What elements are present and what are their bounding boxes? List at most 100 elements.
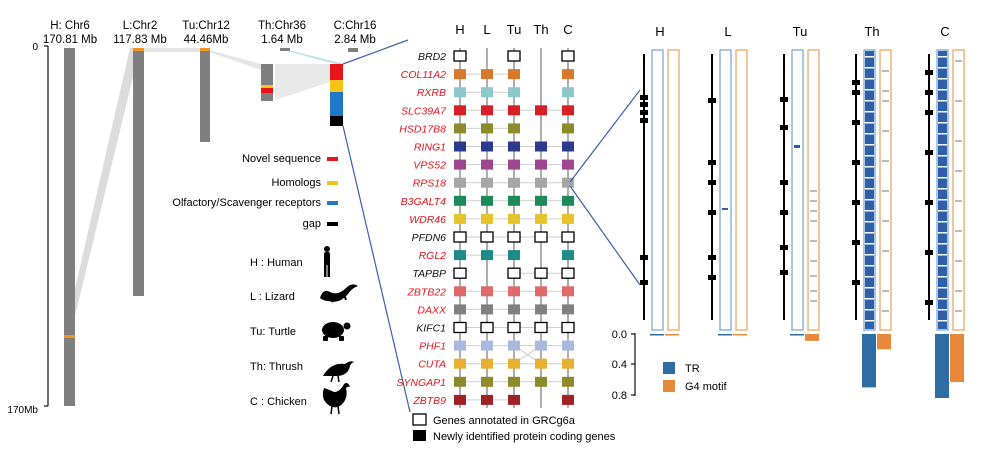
density-col-header-tu: Tu	[793, 24, 808, 39]
g4-stripe	[955, 200, 962, 202]
density-feature-tick	[780, 180, 788, 185]
gene-box	[480, 321, 494, 334]
tr-track	[936, 49, 949, 331]
g4-stripe	[810, 300, 817, 302]
gene-label: PHF1	[419, 341, 446, 353]
chrom-size-tu: 44.46Mb	[184, 34, 229, 46]
g4-stripe	[882, 160, 889, 162]
gene-box	[562, 304, 574, 315]
tr-gap-stripe	[938, 155, 947, 157]
legend-olfactory-swatch	[327, 201, 338, 205]
zoom-guide-c-top	[569, 89, 641, 183]
human-icon	[324, 246, 330, 277]
region-legend: Novel sequence Homologs Olfactory/Scaven…	[172, 153, 338, 230]
density-feature-tick	[852, 80, 860, 85]
tr-gap-stripe	[938, 144, 947, 146]
gene-box	[508, 358, 520, 369]
tr-track	[651, 49, 664, 331]
legend-gap-label: gap	[303, 218, 321, 230]
gene-box	[535, 340, 547, 351]
g4-stripe	[810, 220, 817, 222]
gene-box	[562, 87, 574, 98]
density-feature-tick	[640, 255, 648, 260]
tr-gap-stripe	[865, 144, 874, 146]
tr-gap-stripe	[938, 67, 947, 69]
g4-stripe	[882, 100, 889, 102]
g4-stripe	[955, 170, 962, 172]
tr-gap-stripe	[865, 188, 874, 190]
gene-box	[561, 231, 575, 243]
density-tick-label-0: 0.0	[612, 329, 627, 341]
gene-box	[562, 376, 574, 387]
gene-box	[481, 87, 493, 98]
gene-box	[534, 267, 548, 279]
g4-stripe	[882, 310, 889, 312]
tr-gap-stripe	[938, 177, 947, 179]
density-col-header-l: L	[724, 24, 731, 39]
density-feature-tick	[925, 150, 933, 155]
chromosome-h	[64, 48, 75, 406]
gene-box	[454, 177, 466, 188]
gene-box	[480, 231, 494, 243]
gene-box	[481, 177, 493, 188]
g4-stripe	[955, 140, 962, 142]
gene-box	[561, 267, 575, 279]
gene-box	[508, 304, 520, 315]
synteny-link-th-c2	[283, 50, 345, 64]
tr-gap-stripe	[938, 320, 947, 322]
gene-label: KIFC1	[416, 323, 446, 335]
gene-box	[454, 376, 466, 387]
density-feature-tick	[780, 245, 788, 250]
chromosome-c-homolog	[330, 80, 343, 92]
gene-box	[508, 177, 520, 188]
gene-label: TAPBP	[412, 268, 446, 280]
gene-box	[481, 123, 493, 134]
tr-gap-stripe	[865, 100, 874, 102]
tr-track	[863, 49, 876, 331]
chicken-icon	[322, 383, 350, 415]
density-feature-tick	[852, 240, 860, 245]
chrom-size-th: 1.64 Mb	[261, 34, 303, 46]
chromosome-l	[133, 48, 144, 296]
gene-label: VPS52	[413, 160, 446, 172]
density-feature-tick	[708, 255, 716, 260]
legend-homolog-label: Homologs	[271, 177, 321, 189]
gene-box	[454, 394, 466, 405]
gene-box	[535, 159, 547, 170]
chromosome-th	[261, 64, 273, 101]
gene-box	[481, 376, 493, 387]
gene-box	[454, 87, 466, 98]
gene-box	[508, 213, 520, 224]
tr-gap-stripe	[938, 100, 947, 102]
gene-box	[562, 250, 574, 261]
chrom-label-h: H: Chr6	[50, 20, 90, 32]
tr-track	[791, 49, 804, 331]
scale-bottom-label: 170Mb	[7, 405, 38, 416]
g4-stripe	[882, 190, 889, 192]
chromosome-th-novel	[261, 88, 273, 93]
gene-label: B3GALT4	[401, 196, 446, 208]
tr-bar-th	[862, 334, 876, 388]
gene-box	[508, 394, 520, 405]
tr-gap-stripe	[938, 309, 947, 311]
chromosome-tu-orange-mark	[200, 48, 210, 51]
g4-track	[952, 49, 965, 331]
density-feature-tick	[640, 102, 648, 107]
gene-box	[562, 195, 574, 206]
tr-gap-stripe	[938, 287, 947, 289]
tr-gap-stripe	[938, 89, 947, 91]
gene-box	[481, 286, 493, 297]
chromosome-h-orange-mark	[64, 335, 75, 338]
gene-box	[562, 340, 574, 351]
tr-gap-stripe	[865, 298, 874, 300]
gene-box	[453, 231, 467, 243]
gene-box	[508, 250, 520, 261]
density-feature-tick	[925, 90, 933, 95]
gene-box	[453, 321, 467, 334]
gene-col-header-h: H	[455, 22, 464, 37]
gene-box	[562, 177, 574, 188]
gene-label: WDR46	[409, 214, 446, 226]
gene-box	[454, 141, 466, 152]
g4-bar-th	[877, 334, 891, 350]
